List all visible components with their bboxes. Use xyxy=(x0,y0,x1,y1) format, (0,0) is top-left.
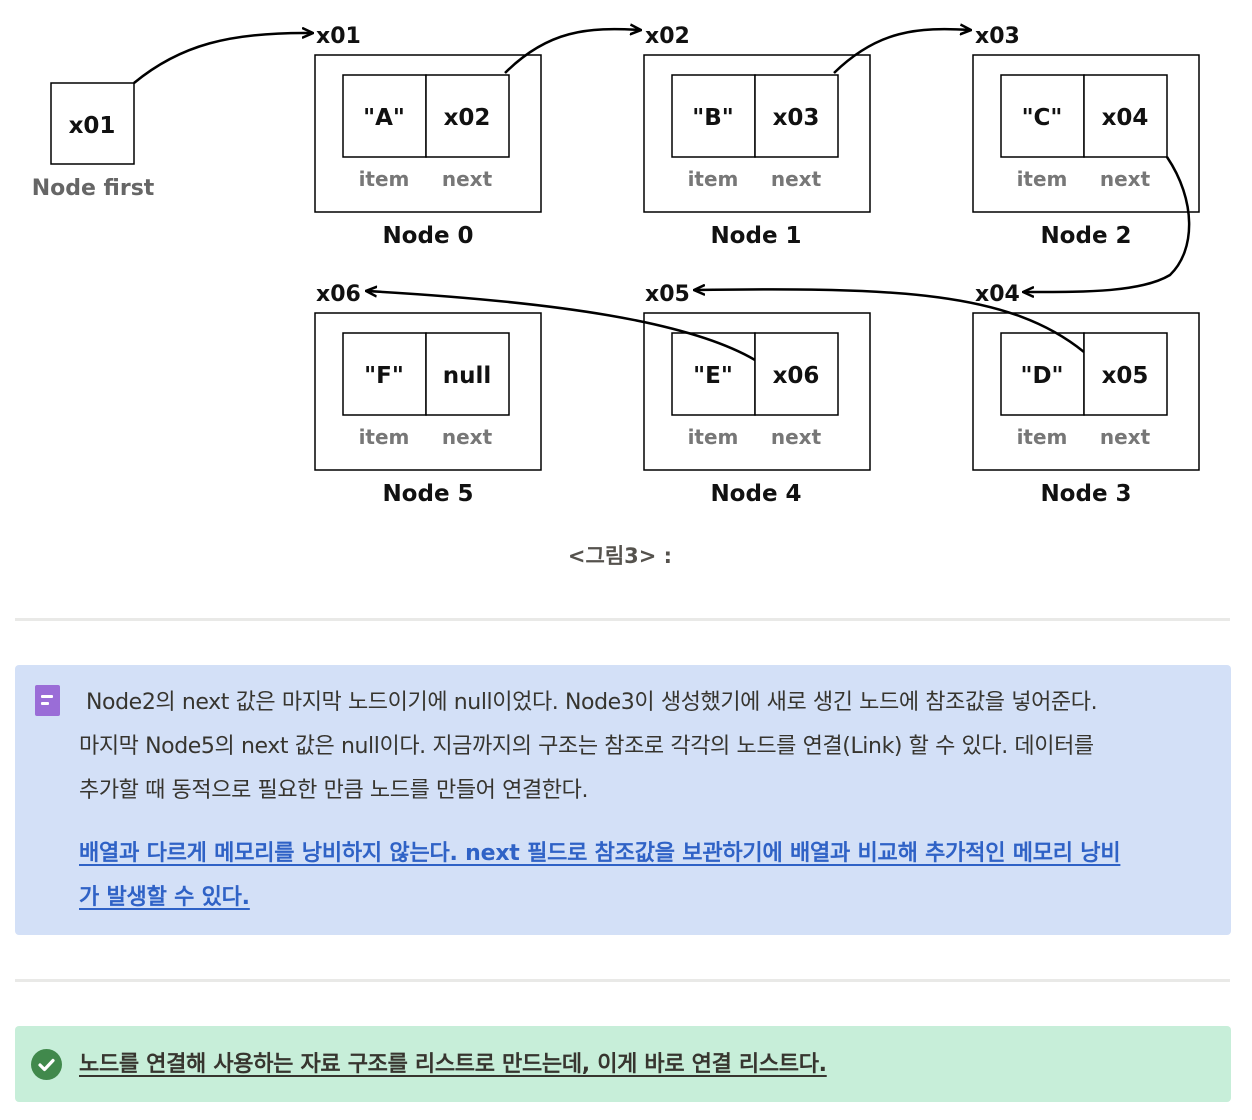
divider xyxy=(15,618,1230,621)
node-0-item: "A" xyxy=(363,105,405,131)
node-2-name: Node 2 xyxy=(1040,223,1131,249)
node-1: x02 "B" x03 item next Node 1 xyxy=(643,24,871,249)
check-circle-icon xyxy=(31,1049,62,1080)
node-3-item-label: item xyxy=(1017,425,1068,449)
node-1-name: Node 1 xyxy=(710,223,801,249)
arrow-node-0-to-node-1 xyxy=(504,29,640,74)
divider xyxy=(15,979,1230,982)
node-3-address: x04 xyxy=(975,282,1020,307)
node-0-next-label: next xyxy=(442,167,493,191)
node-5-next-label: next xyxy=(442,425,493,449)
node-5: x06 "F" null item next Node 5 xyxy=(314,282,542,507)
info-text-line-1: Node2의 next 값은 마지막 노드이기에 null이었다. Node3이… xyxy=(86,690,1098,715)
first-pointer: x01 Node first xyxy=(32,82,155,201)
node-2-next: x04 xyxy=(1102,105,1149,131)
node-3-item: "D" xyxy=(1020,363,1063,389)
info-link-line-2[interactable]: 가 발생할 수 있다. xyxy=(79,885,250,910)
info-text-line-2: 마지막 Node5의 next 값은 null이다. 지금까지의 구조는 참조로… xyxy=(79,734,1094,759)
node-0-next: x02 xyxy=(444,105,491,131)
figure-caption: <그림3> : xyxy=(567,544,673,568)
node-5-item-label: item xyxy=(359,425,410,449)
arrow-first-to-node-0 xyxy=(133,33,312,84)
node-2-address: x03 xyxy=(975,24,1020,49)
success-callout-text: 노드를 연결해 사용하는 자료 구조를 리스트로 만드는데, 이게 바로 연결 … xyxy=(79,1052,827,1077)
arrow-node-3-to-node-4 xyxy=(695,289,1085,353)
arrow-node-4-to-node-5 xyxy=(367,291,756,362)
first-pointer-value: x01 xyxy=(69,113,116,139)
node-4-next-label: next xyxy=(771,425,822,449)
node-4-item-label: item xyxy=(688,425,739,449)
node-1-next-label: next xyxy=(771,167,822,191)
linked-list-diagram: x01 Node first x01 "A" x02 item next Nod… xyxy=(32,0,1200,568)
node-5-name: Node 5 xyxy=(382,481,473,507)
info-callout: Node2의 next 값은 마지막 노드이기에 null이었다. Node3이… xyxy=(15,665,1231,935)
info-text-line-3: 추가할 때 동적으로 필요한 만큼 노드를 만들어 연결한다. xyxy=(79,778,589,803)
arrow-node-2-to-node-3 xyxy=(1024,156,1191,292)
node-2-item-label: item xyxy=(1017,167,1068,191)
node-3: x04 "D" x05 item next Node 3 xyxy=(972,282,1200,507)
node-3-next: x05 xyxy=(1102,363,1149,389)
node-1-address: x02 xyxy=(645,24,690,49)
success-callout: 노드를 연결해 사용하는 자료 구조를 리스트로 만드는데, 이게 바로 연결 … xyxy=(15,1026,1231,1102)
node-4-next: x06 xyxy=(773,363,820,389)
info-link-line-1[interactable]: 배열과 다르게 메모리를 낭비하지 않는다. next 필드로 참조값을 보관하… xyxy=(79,841,1121,866)
pointer-arrows xyxy=(133,29,1191,362)
node-3-next-label: next xyxy=(1100,425,1151,449)
node-4: x05 "E" x06 item next Node 4 xyxy=(643,282,871,507)
node-4-item: "E" xyxy=(693,363,733,389)
diagram-svg: x01 Node first x01 "A" x02 item next Nod… xyxy=(32,0,1200,507)
node-2: x03 "C" x04 item next Node 2 xyxy=(972,24,1200,249)
node-1-next: x03 xyxy=(773,105,820,131)
node-4-name: Node 4 xyxy=(710,481,801,507)
node-1-item-label: item xyxy=(688,167,739,191)
node-0-name: Node 0 xyxy=(382,223,473,249)
node-1-item: "B" xyxy=(692,105,734,131)
node-5-next: null xyxy=(443,363,492,389)
arrow-node-1-to-node-2 xyxy=(833,29,970,74)
node-0-address: x01 xyxy=(316,24,361,49)
info-callout-body: Node2의 next 값은 마지막 노드이기에 null이었다. Node3이… xyxy=(79,681,1209,920)
node-2-item: "C" xyxy=(1022,105,1063,131)
node-0-item-label: item xyxy=(359,167,410,191)
first-pointer-label: Node first xyxy=(32,176,155,201)
node-4-address: x05 xyxy=(645,282,690,307)
node-5-address: x06 xyxy=(316,282,361,307)
node-2-next-label: next xyxy=(1100,167,1151,191)
node-5-item: "F" xyxy=(364,363,404,389)
node-0: x01 "A" x02 item next Node 0 xyxy=(314,24,542,249)
document-icon xyxy=(35,685,60,716)
node-3-name: Node 3 xyxy=(1040,481,1131,507)
